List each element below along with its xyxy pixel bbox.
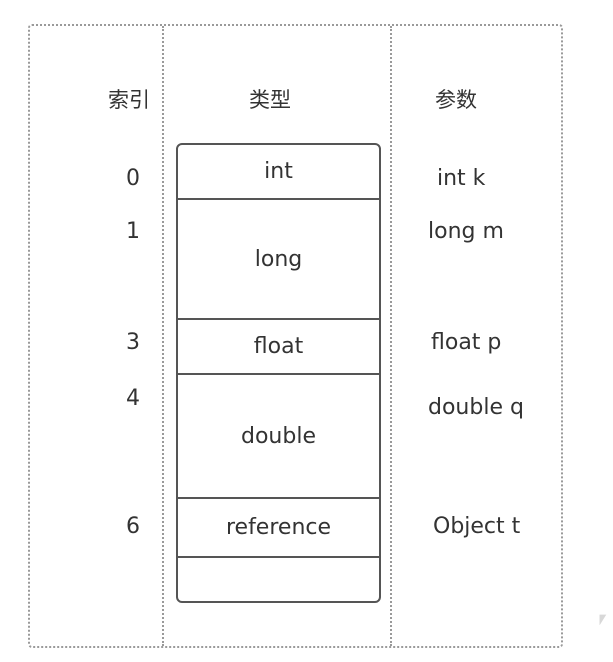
slot-type-label: int (264, 159, 293, 184)
param-label: Object t (433, 514, 521, 539)
index-label: 3 (126, 330, 140, 355)
slot-stack: int long float double reference (176, 143, 381, 603)
param-label: float p (431, 330, 502, 355)
index-label: 4 (126, 386, 140, 411)
param-label: int k (437, 166, 486, 191)
slot-type-label: float (253, 334, 304, 359)
slot-type-label: reference (225, 515, 332, 540)
slot-reference: reference (178, 499, 379, 558)
header-type: 类型 (249, 88, 291, 112)
param-label: long m (428, 219, 504, 244)
header-index: 索引 (108, 88, 150, 112)
slot-double: double (178, 375, 379, 499)
slot-long: long (178, 200, 379, 320)
slot-int: int (178, 145, 379, 200)
header-param: 参数 (435, 88, 477, 112)
column-divider-index-type (162, 26, 164, 646)
slot-empty (178, 558, 379, 601)
index-label: 0 (126, 166, 140, 191)
index-label: 6 (126, 514, 140, 539)
local-variable-table-frame (28, 24, 563, 648)
index-label: 1 (126, 219, 140, 244)
slot-float: float (178, 320, 379, 375)
column-divider-type-param (390, 26, 392, 646)
slot-type-label: double (241, 423, 316, 449)
watermark-glyph: ⎖ (593, 606, 611, 631)
slot-type-label: long (254, 246, 303, 272)
param-label: double q (428, 395, 524, 420)
